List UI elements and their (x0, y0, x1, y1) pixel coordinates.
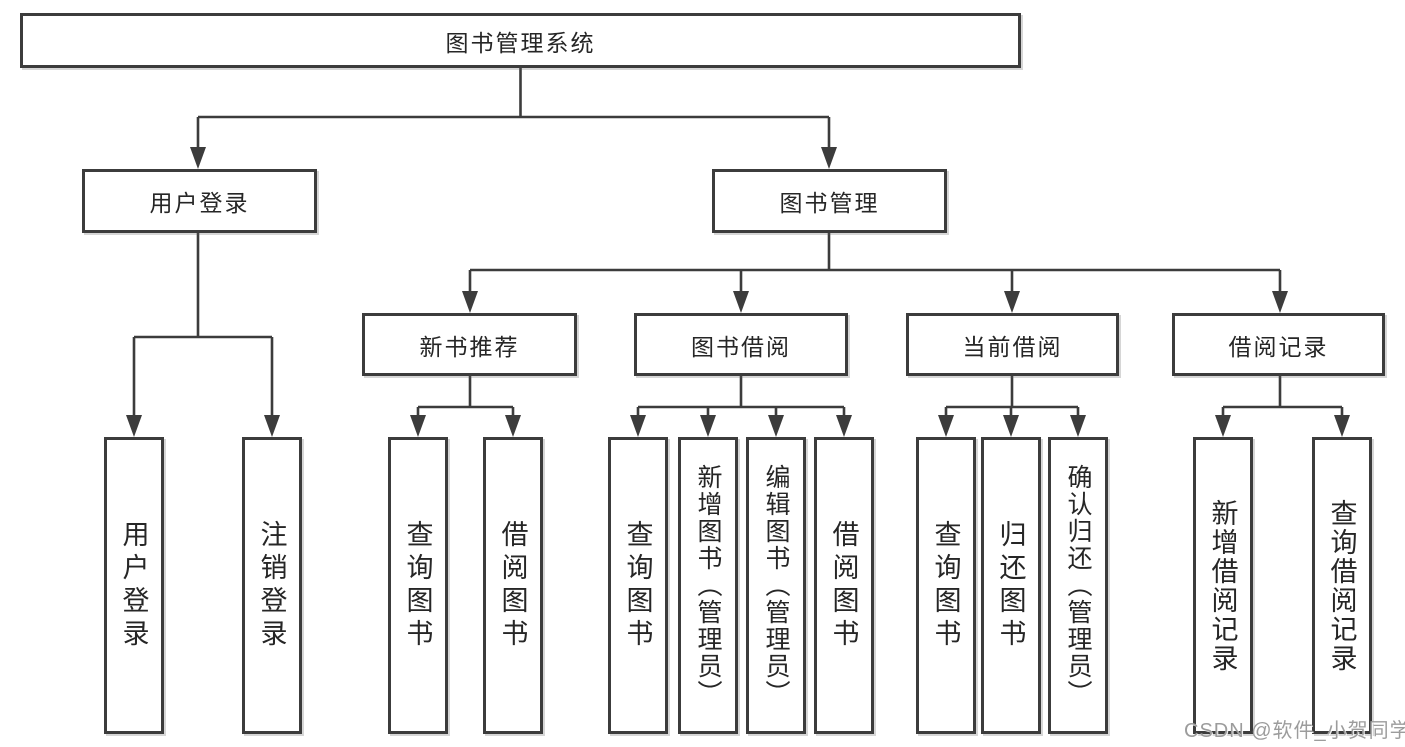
leaf-return-book: 归还图书 (981, 437, 1041, 734)
leaf-add-book-admin: 新增图书（管理员） (678, 437, 738, 734)
leaf-query-books-2: 查询图书 (608, 437, 668, 734)
watermark: CSDN @软件_小贺同学 (1184, 720, 1405, 742)
leaf-edit-book-admin: 编辑图书（管理员） (746, 437, 806, 734)
node-user-login: 用户登录 (82, 169, 317, 233)
leaf-user-login: 用户登录 (104, 437, 164, 734)
leaf-logout: 注销登录 (242, 437, 302, 734)
leaf-borrow-books-1: 借阅图书 (483, 437, 543, 734)
node-book-borrow: 图书借阅 (634, 313, 848, 376)
node-book-management: 图书管理 (712, 169, 947, 233)
node-borrow-records: 借阅记录 (1172, 313, 1385, 376)
leaf-add-borrow-record: 新增借阅记录 (1193, 437, 1253, 734)
leaf-query-books-3: 查询图书 (916, 437, 976, 734)
leaf-query-borrow-record: 查询借阅记录 (1312, 437, 1372, 734)
leaf-query-books-1: 查询图书 (388, 437, 448, 734)
leaf-confirm-return-admin: 确认归还（管理员） (1048, 437, 1108, 734)
leaf-borrow-books-2: 借阅图书 (814, 437, 874, 734)
node-root-system: 图书管理系统 (20, 13, 1021, 68)
node-current-borrow: 当前借阅 (906, 313, 1119, 376)
node-new-book-recommend: 新书推荐 (362, 313, 577, 376)
